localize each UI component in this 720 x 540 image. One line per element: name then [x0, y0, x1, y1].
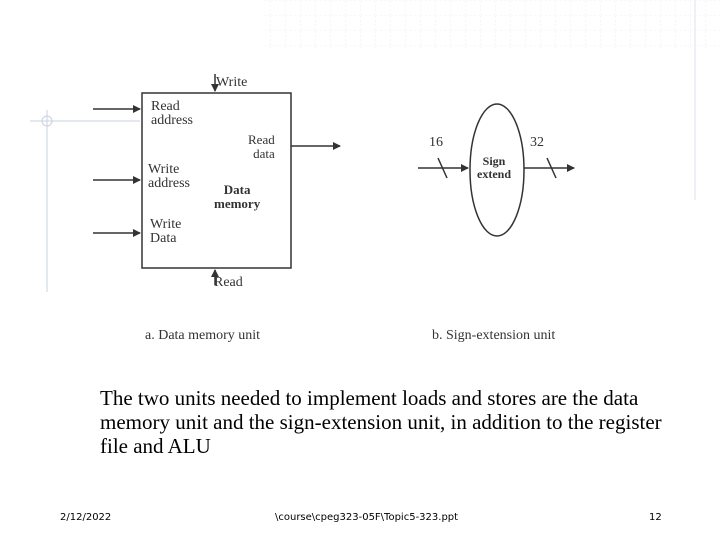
write-data-label: Write Data — [150, 217, 182, 246]
decor-guide-circle — [41, 115, 53, 127]
read-address-label: Read address — [151, 99, 193, 128]
read-control-label: Read — [214, 275, 243, 290]
out-width-label: 32 — [530, 135, 544, 150]
data-memory-title: Data memory — [214, 182, 261, 211]
footer-file-path: \course\cpeg323-05F\Topic5-323.ppt — [275, 512, 459, 523]
footer-date: 2/12/2022 — [60, 512, 112, 523]
write-address-label: Write address — [148, 162, 190, 191]
read-data-label: Read data — [248, 132, 275, 161]
sign-extend-ellipse — [469, 103, 525, 237]
caption-a: a. Data memory unit — [145, 328, 261, 343]
sign-extend-title: Sign extend — [477, 154, 511, 181]
bus-width-slash-out — [546, 157, 557, 179]
slide-body-text: The two units needed to implement loads … — [100, 386, 662, 458]
in-width-label: 16 — [429, 135, 443, 150]
bus-width-slash-in — [437, 157, 448, 179]
caption-b: b. Sign-extension unit — [432, 328, 556, 343]
footer-page-number: 12 — [649, 512, 662, 523]
write-control-label: Write — [216, 75, 248, 90]
data-memory-box — [141, 92, 292, 269]
decor-grid-top — [262, 0, 720, 50]
